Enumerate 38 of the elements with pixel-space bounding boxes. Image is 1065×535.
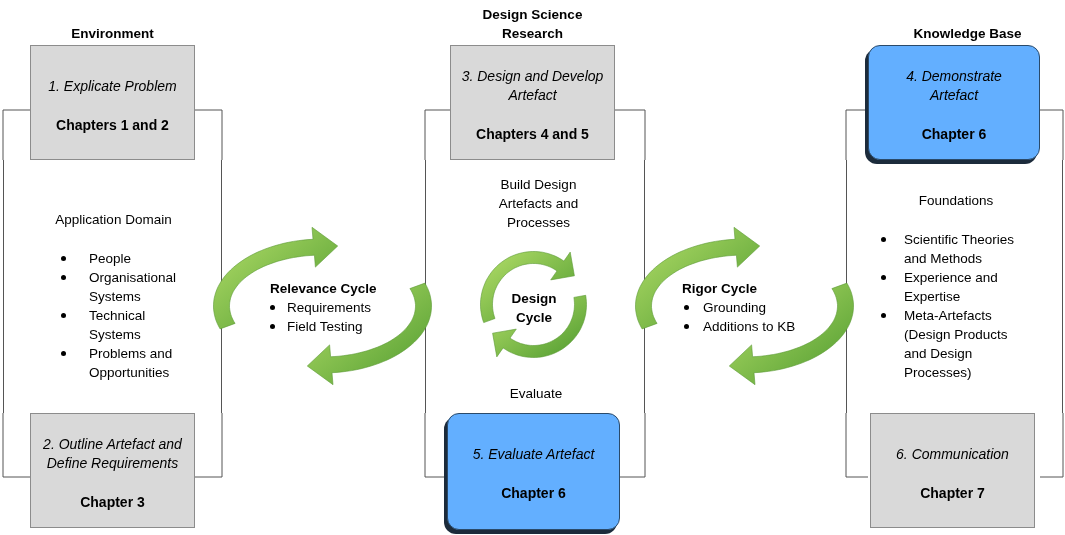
chapter-label: Chapter 7: [919, 484, 986, 503]
body-text: Foundations: [917, 192, 995, 210]
step-title: 3. Design and Develop Artefact: [460, 67, 605, 105]
list-item-text: Meta-Artefacts (Design Products and Design Processes): [904, 307, 1009, 382]
chapter-label: Chapter 6: [920, 125, 988, 144]
step-box: [870, 413, 1035, 528]
body-text: Application Domain: [54, 211, 173, 229]
cycle-title: Relevance Cycle: [270, 280, 378, 298]
list-item-text: Requirements: [287, 299, 372, 317]
list-item-text: Experience and Expertise: [904, 269, 999, 306]
step-box: [30, 45, 195, 160]
step-title: 6. Communication: [895, 445, 1010, 464]
cycle-title: Rigor Cycle: [682, 280, 759, 298]
chapter-label: Chapter 3: [79, 493, 146, 512]
column-heading: Knowledge Base: [895, 24, 1040, 43]
step-title: 2. Outline Artefact and Define Requirements: [42, 435, 183, 473]
chapter-label: Chapter 6: [500, 484, 567, 503]
cycle-title: Design Cycle: [510, 290, 558, 327]
step-box: [450, 45, 615, 160]
body-text: Build Design Artefacts and Processes: [497, 176, 580, 232]
list-item-text: Field Testing: [287, 318, 363, 336]
list-item-text: Technical Systems: [89, 307, 147, 344]
list-item-text: Grounding: [703, 299, 767, 317]
column-panel: [425, 160, 645, 413]
column-heading: Design Science Research: [470, 5, 595, 43]
chapter-label: Chapters 4 and 5: [475, 125, 590, 144]
step-box: [30, 413, 195, 528]
column-heading: Environment: [30, 24, 195, 43]
step-title: 1. Explicate Problem: [47, 77, 178, 96]
list-item-text: Problems and Opportunities: [89, 345, 174, 382]
list-item-text: Scientific Theories and Methods: [904, 231, 1016, 268]
list-item-text: Additions to KB: [703, 318, 796, 336]
list-item-text: Organisational Systems: [89, 269, 178, 306]
list-item-text: People: [89, 250, 132, 268]
step-title: 4. Demonstrate Artefact: [905, 67, 1003, 105]
body-text: Evaluate: [508, 385, 564, 403]
chapter-label: Chapters 1 and 2: [55, 116, 170, 135]
step-title: 5. Evaluate Artefact: [471, 445, 596, 464]
